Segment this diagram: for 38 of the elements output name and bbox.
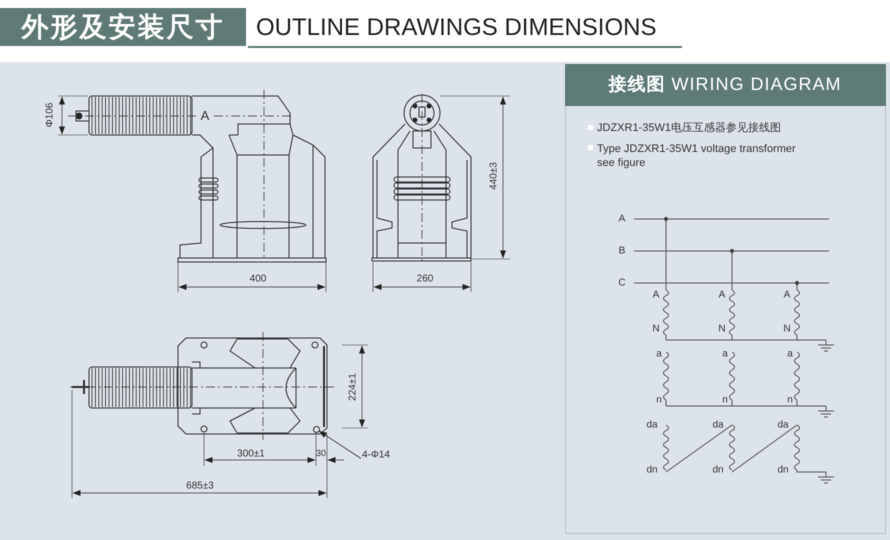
terminal-label: N xyxy=(718,324,726,334)
dimension-text: 440±3 xyxy=(488,162,500,190)
terminal-label: n xyxy=(722,394,728,406)
leader-line xyxy=(318,430,362,459)
section-heading: OUTLINE DRAWINGS DIMENSIONS xyxy=(256,15,656,42)
dimension-text: 224±1 xyxy=(348,373,358,401)
terminal-label: a xyxy=(787,348,793,360)
terminal-label: dn xyxy=(646,464,658,476)
dimension-text: 400 xyxy=(250,274,266,284)
section-heading: 接线图 WIRING DIAGRAM xyxy=(608,75,842,95)
terminal-label: a xyxy=(656,348,662,360)
title-banner: 外形及安装尺寸 xyxy=(0,8,246,46)
bus-label: A xyxy=(618,214,626,224)
bus-label: B xyxy=(618,246,626,256)
note-text: Type JDZXR1-35W1 voltage transformer see figure xyxy=(597,142,797,170)
dimension-text: 685±3 xyxy=(186,480,214,492)
dimension-text: 300±1 xyxy=(237,448,265,460)
dimension-text: 260 xyxy=(416,274,434,284)
terminal-label: da xyxy=(777,420,789,430)
note-text: JDZXR1-35W1电压互感器参见接线图 xyxy=(597,122,781,134)
terminal-label: a xyxy=(722,348,728,360)
bus-label: C xyxy=(618,278,626,288)
mounting-hole xyxy=(312,426,320,432)
terminal-label: N xyxy=(652,324,660,334)
terminal-label: dn xyxy=(777,464,789,476)
terminal-label: n xyxy=(787,394,793,406)
terminal-label: N xyxy=(783,324,791,334)
section-marker: A xyxy=(200,108,210,124)
callout-text: 4-Φ14 xyxy=(362,450,390,460)
terminal-label: n xyxy=(656,394,662,406)
terminal-label: da xyxy=(712,420,724,430)
terminal-label: A xyxy=(652,290,660,300)
dimension-text: 30 xyxy=(316,449,326,459)
dimension-text: Φ106 xyxy=(44,102,56,128)
terminal-label: dn xyxy=(712,464,724,476)
terminal-label: da xyxy=(646,420,658,430)
terminal-label: A xyxy=(784,290,790,300)
terminal-label: A xyxy=(718,290,726,300)
